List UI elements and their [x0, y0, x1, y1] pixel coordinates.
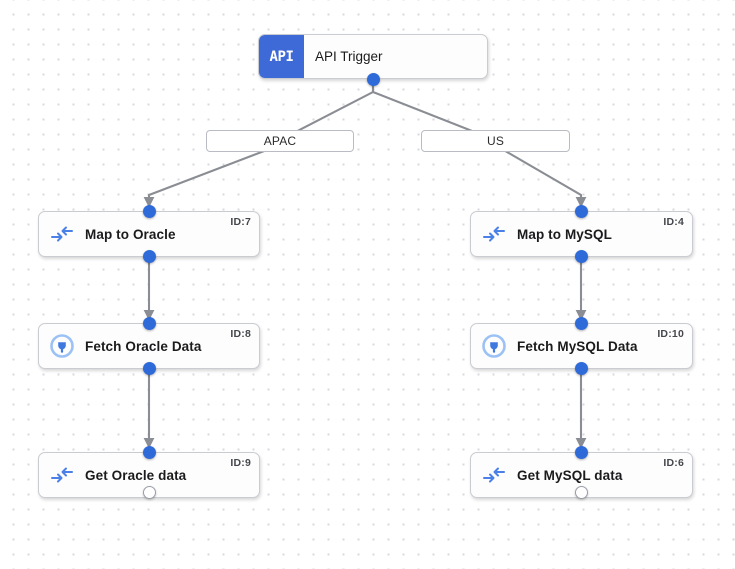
node-title: Fetch Oracle Data [85, 338, 202, 354]
mapping-arrows-icon [39, 212, 85, 256]
node-title: Fetch MySQL Data [517, 338, 638, 354]
node-title: Map to MySQL [517, 226, 612, 242]
node-id-badge: ID:8 [230, 328, 251, 340]
port-output-trigger[interactable] [367, 73, 380, 86]
mapping-arrows-icon [471, 212, 517, 256]
port-input-get-oracle-data[interactable] [143, 446, 156, 459]
branch-label-text: US [486, 134, 505, 148]
port-input-map-to-oracle[interactable] [143, 205, 156, 218]
port-input-fetch-oracle-data[interactable] [143, 317, 156, 330]
branch-label-us[interactable]: US [421, 130, 570, 152]
node-id-badge: ID:10 [657, 328, 684, 340]
node-id-badge: ID:4 [663, 216, 684, 228]
node-title: API Trigger [315, 49, 383, 64]
port-input-map-to-mysql[interactable] [575, 205, 588, 218]
port-output-get-oracle-data[interactable] [143, 486, 156, 499]
port-output-fetch-mysql-data[interactable] [575, 362, 588, 375]
port-output-fetch-oracle-data[interactable] [143, 362, 156, 375]
node-api-trigger[interactable]: API API Trigger [258, 34, 488, 79]
node-title: Get Oracle data [85, 467, 187, 483]
api-badge-icon: API [259, 35, 304, 78]
edge-apac-to-map-oracle [143, 144, 281, 208]
port-input-fetch-mysql-data[interactable] [575, 317, 588, 330]
node-title: Get MySQL data [517, 467, 623, 483]
node-get-mysql-data[interactable]: Get MySQL data ID:6 [470, 452, 693, 498]
branch-label-apac[interactable]: APAC [206, 130, 354, 152]
database-connector-icon [471, 324, 517, 368]
node-id-badge: ID:9 [230, 457, 251, 469]
database-connector-icon [39, 324, 85, 368]
mapping-arrows-icon [39, 453, 85, 497]
port-output-map-to-oracle[interactable] [143, 250, 156, 263]
node-fetch-mysql-data[interactable]: Fetch MySQL Data ID:10 [470, 323, 693, 369]
port-output-map-to-mysql[interactable] [575, 250, 588, 263]
branch-label-text: APAC [263, 134, 297, 148]
edge-us-to-map-mysql [494, 144, 587, 208]
port-output-get-mysql-data[interactable] [575, 486, 588, 499]
node-id-badge: ID:6 [663, 457, 684, 469]
mapping-arrows-icon [471, 453, 517, 497]
node-id-badge: ID:7 [230, 216, 251, 228]
node-map-to-mysql[interactable]: Map to MySQL ID:4 [470, 211, 693, 257]
node-title: Map to Oracle [85, 226, 176, 242]
api-badge-label: API [269, 48, 294, 65]
port-input-get-mysql-data[interactable] [575, 446, 588, 459]
